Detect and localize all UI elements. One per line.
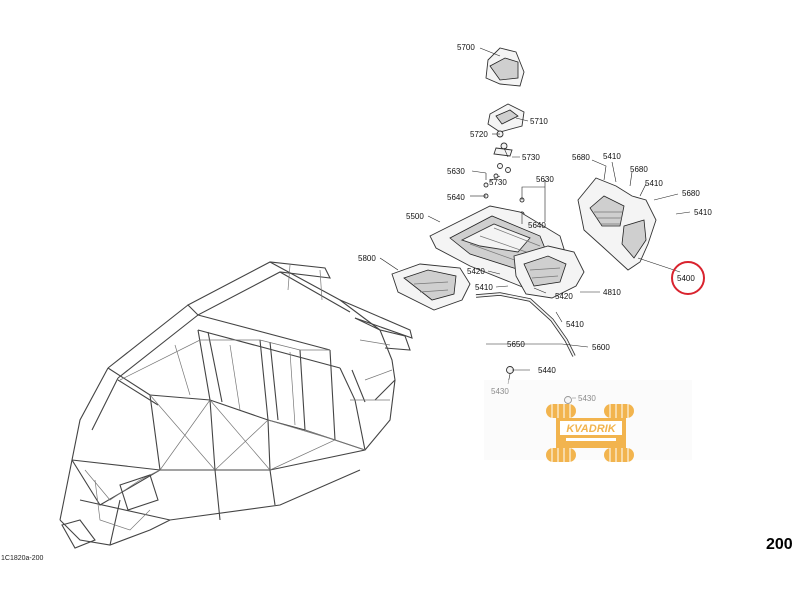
label-5630[interactable]: 5630 bbox=[536, 175, 554, 184]
label-5650[interactable]: 5650 bbox=[507, 340, 525, 349]
part-5700-cap bbox=[485, 47, 525, 87]
part-5680-side-panel bbox=[577, 177, 657, 271]
label-5630[interactable]: 5630 bbox=[447, 167, 465, 176]
label-5400[interactable]: 5400 bbox=[677, 274, 695, 283]
label-5410[interactable]: 5410 bbox=[475, 283, 493, 292]
label-5700[interactable]: 5700 bbox=[457, 43, 475, 52]
label-5410[interactable]: 5410 bbox=[566, 320, 584, 329]
part-5800-tray bbox=[391, 263, 471, 311]
label-5730[interactable]: 5730 bbox=[522, 153, 540, 162]
label-5680[interactable]: 5680 bbox=[682, 189, 700, 198]
label-5730[interactable]: 5730 bbox=[489, 178, 507, 187]
label-5640[interactable]: 5640 bbox=[447, 193, 465, 202]
part-5710-bracket bbox=[487, 103, 525, 133]
page-number: 200 bbox=[766, 536, 793, 553]
reference-code: 1C1820a-200 bbox=[1, 555, 44, 562]
label-5680[interactable]: 5680 bbox=[630, 165, 648, 174]
label-5710[interactable]: 5710 bbox=[530, 117, 548, 126]
hardware-fasteners bbox=[483, 130, 525, 217]
highlight-circle-5400 bbox=[671, 261, 705, 295]
label-5420[interactable]: 5420 bbox=[555, 292, 573, 301]
label-5680[interactable]: 5680 bbox=[572, 153, 590, 162]
label-5410[interactable]: 5410 bbox=[645, 179, 663, 188]
label-5800[interactable]: 5800 bbox=[358, 254, 376, 263]
label-5600[interactable]: 5600 bbox=[592, 343, 610, 352]
label-5500[interactable]: 5500 bbox=[406, 212, 424, 221]
leader-lines bbox=[379, 47, 691, 399]
watermark-logo: KVADRIK bbox=[484, 380, 692, 462]
part-5400-panel bbox=[513, 245, 585, 299]
label-5440[interactable]: 5440 bbox=[538, 366, 556, 375]
vehicle-frame bbox=[59, 261, 413, 549]
part-labels: 5700 5710 5720 5730 5630 5730 5630 5640 … bbox=[358, 43, 712, 403]
label-5640[interactable]: 5640 bbox=[528, 221, 546, 230]
label-5410[interactable]: 5410 bbox=[694, 208, 712, 217]
label-5720[interactable]: 5720 bbox=[470, 130, 488, 139]
label-5410[interactable]: 5410 bbox=[603, 152, 621, 161]
label-4810[interactable]: 4810 bbox=[603, 288, 621, 297]
part-5600-rail bbox=[475, 292, 576, 357]
label-5420[interactable]: 5420 bbox=[467, 267, 485, 276]
watermark-text: KVADRIK bbox=[566, 423, 616, 435]
